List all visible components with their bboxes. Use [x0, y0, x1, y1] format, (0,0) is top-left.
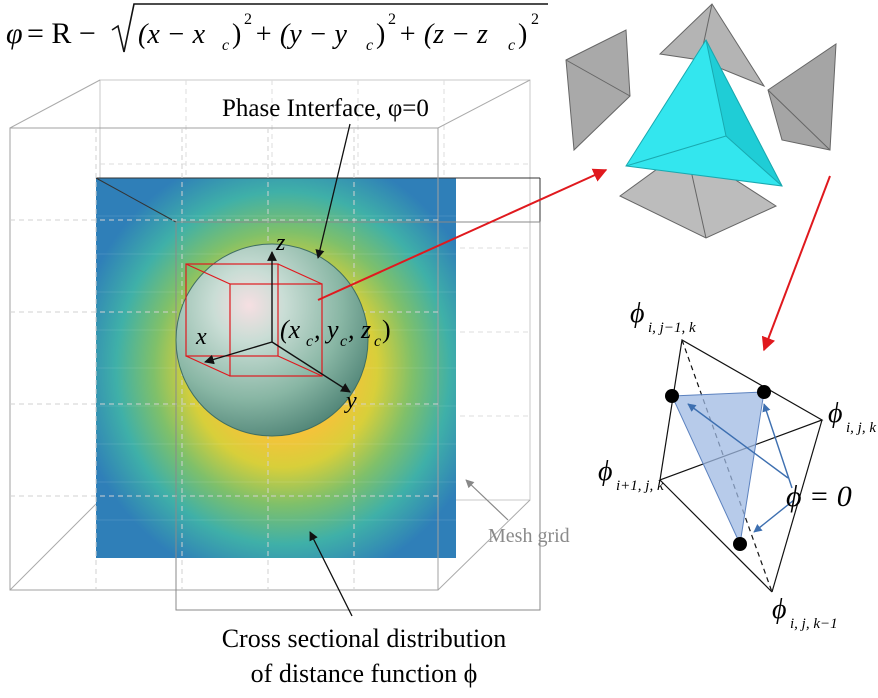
node-3: [733, 537, 747, 551]
center-sub-x: c: [306, 333, 313, 350]
formula-sq-y: 2: [388, 11, 396, 28]
axis-label-z: z: [275, 230, 286, 256]
center-close: ): [382, 315, 391, 344]
phi-bottom-sub: i, j, k−1: [790, 616, 838, 632]
y-axis: [271, 341, 351, 393]
formula-close-y: ): [376, 19, 385, 50]
center-label: (x c , y c , z c ): [280, 315, 391, 350]
cross-section-arrow: [309, 531, 353, 617]
tetra-piece-top: [658, 3, 766, 88]
center-z: , z: [348, 315, 371, 344]
phase-interface-label: Phase Interface, φ=0: [222, 95, 429, 122]
node-1: [665, 389, 679, 403]
radical-sign: [111, 3, 548, 53]
axis-label-y: y: [344, 388, 357, 414]
mesh-grid-arrow: [465, 479, 509, 521]
red-arrow-to-tetra: [317, 168, 608, 301]
tetra-piece-left: [565, 29, 631, 152]
phi-right: ϕ: [828, 398, 843, 429]
cross-section-label-line1: Cross sectional distribution: [222, 624, 507, 653]
mesh-box-front: [9, 127, 541, 611]
local-cube: [185, 263, 323, 377]
mesh-grid-label: Mesh grid: [488, 525, 570, 547]
phi-zero-triangle: [671, 391, 765, 546]
cross-section-label-line2: of distance function ϕ: [251, 659, 478, 688]
phi-top: ϕ: [630, 298, 645, 329]
formula-sq-z: 2: [531, 11, 539, 28]
formula-close-x: ): [232, 19, 241, 50]
distance-formula: φ = R − (x − x c ) 2 + (y − y c ) 2 + (z…: [6, 3, 548, 54]
red-arrow-to-cell: [761, 175, 831, 352]
node-2: [757, 385, 771, 399]
center-y: , y: [314, 315, 339, 344]
phi-left: ϕ: [598, 456, 613, 487]
formula-sub-zc: c: [508, 37, 515, 54]
phi-zero-label: ϕ = 0: [786, 480, 852, 513]
formula-eq: = R −: [27, 17, 96, 50]
formula-phi: φ: [6, 17, 23, 50]
formula-y-term: + (y − y: [254, 19, 348, 50]
center-sub-y: c: [340, 333, 347, 350]
tetra-piece-right: [767, 43, 837, 151]
phi-bottom: ϕ: [772, 594, 787, 625]
tetra-cell: [659, 339, 824, 593]
formula-close-z: ): [518, 19, 527, 50]
formula-z-term: + (z − z: [398, 19, 488, 50]
phi-left-sub: i+1, j, k: [616, 478, 664, 494]
local-axes: [204, 251, 351, 393]
phi-right-sub: i, j, k: [846, 420, 876, 436]
exploded-tetrahedra: [565, 3, 837, 239]
tetra-phi-labels: ϕ i, j−1, k ϕ i, j, k ϕ i+1, j, k ϕ i, j…: [598, 298, 876, 632]
center-sub-z: c: [374, 333, 381, 350]
formula-sq-x: 2: [244, 11, 252, 28]
phase-interface-arrow: [315, 123, 351, 259]
formula-x-term: (x − x: [138, 19, 206, 50]
formula-sub-yc: c: [366, 37, 373, 54]
center-open: (x: [280, 315, 301, 344]
axis-label-x: x: [195, 324, 207, 350]
x-axis: [204, 341, 273, 365]
phi-top-sub: i, j−1, k: [648, 320, 696, 336]
formula-sub-xc: c: [222, 37, 229, 54]
